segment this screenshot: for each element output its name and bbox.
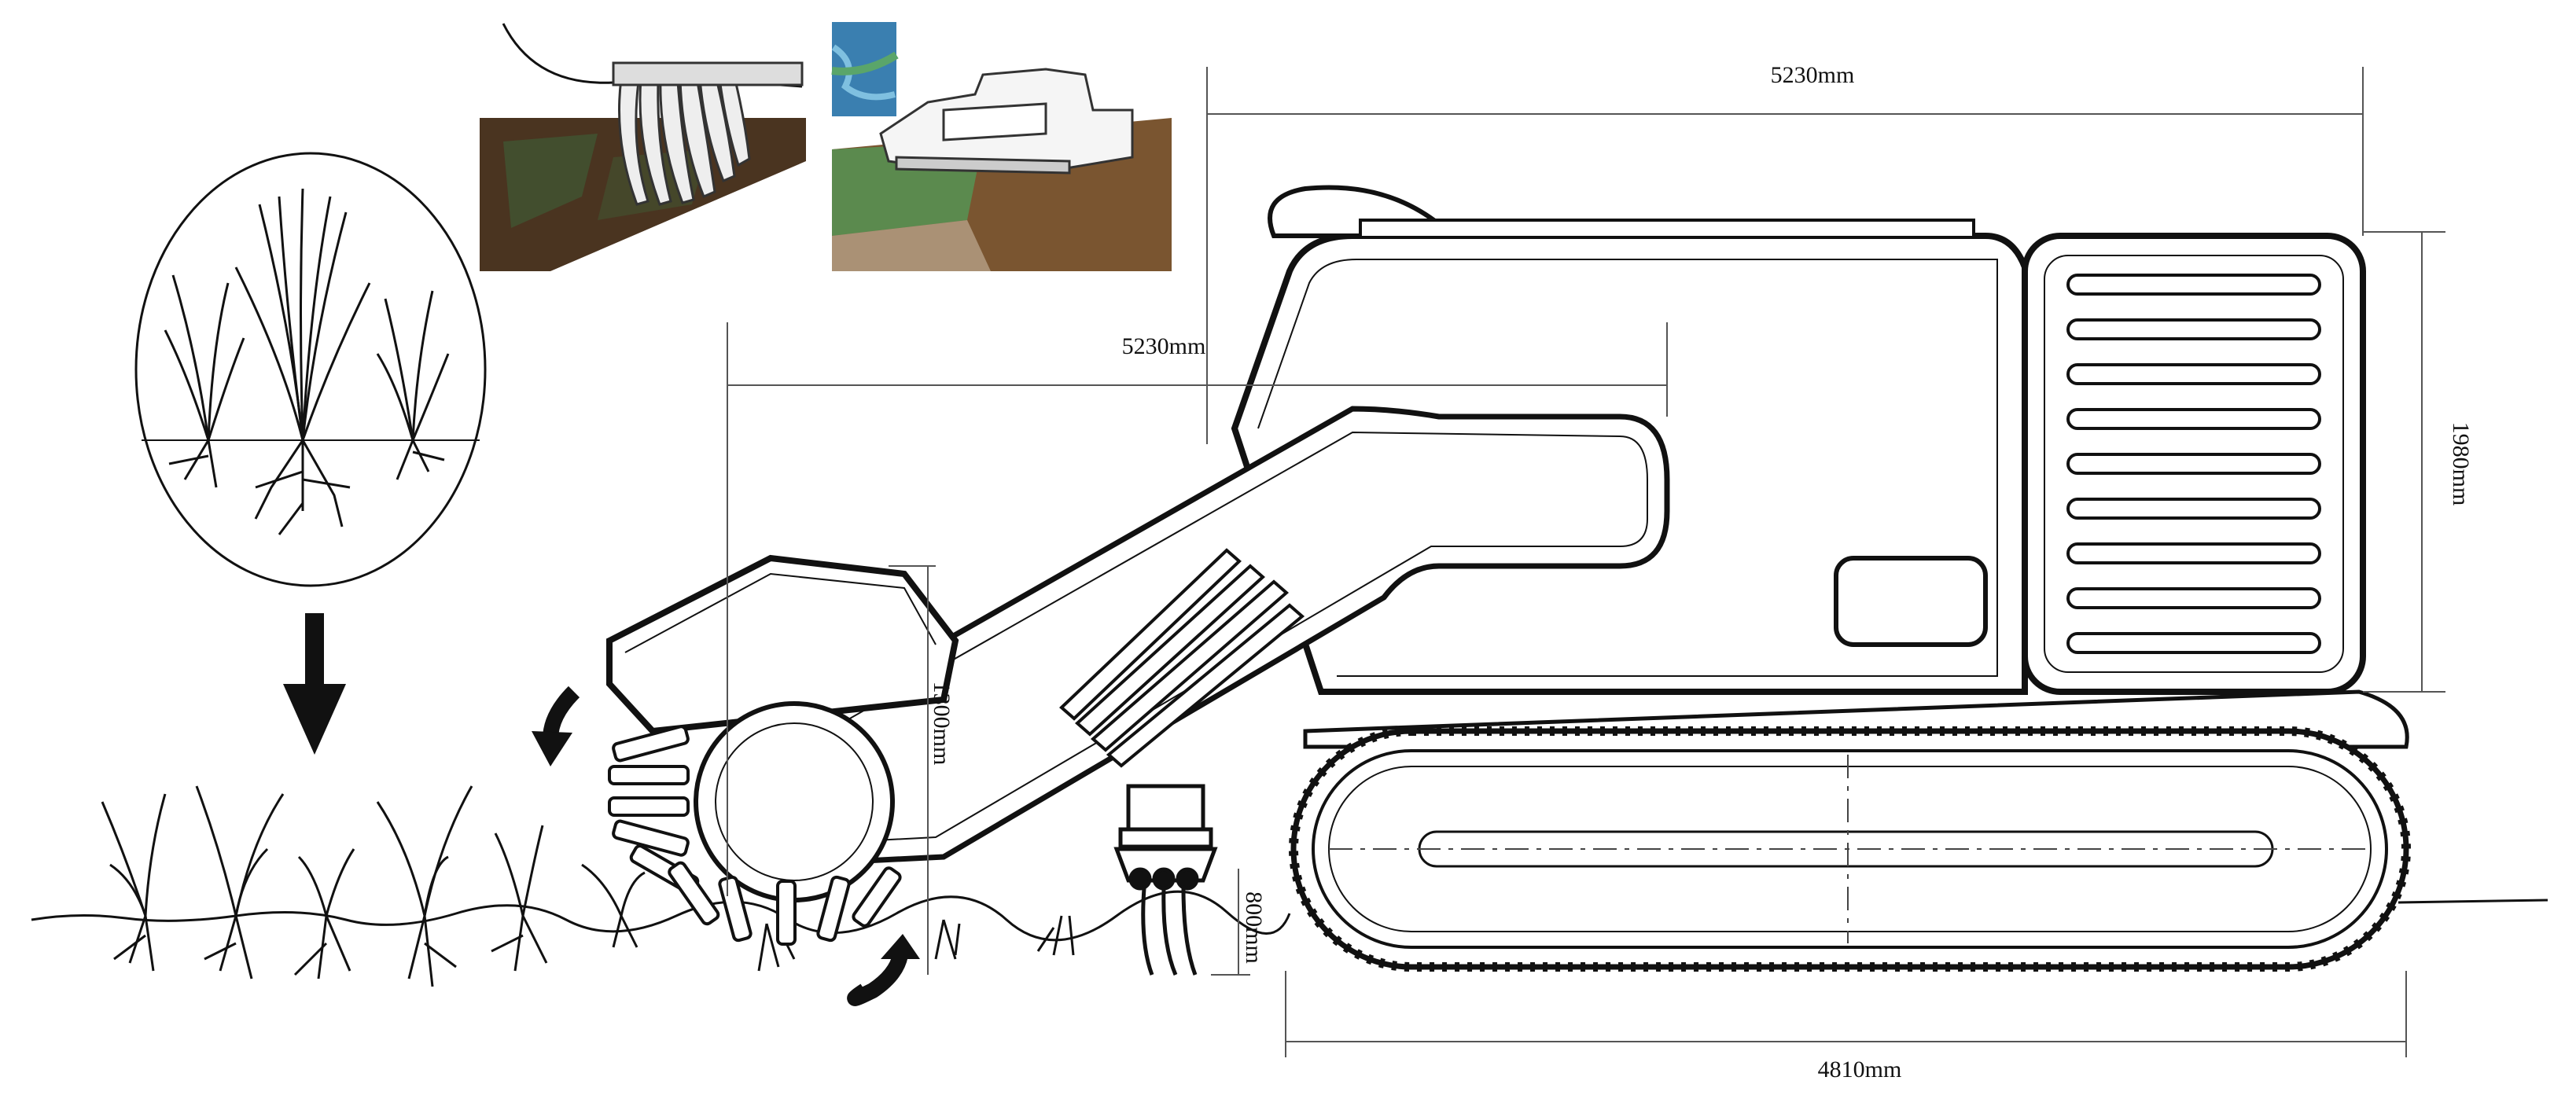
boom-ribs [1059, 548, 1305, 768]
ripper [1113, 784, 1218, 976]
inset-machine-field [831, 22, 1172, 271]
engine-vents [2066, 274, 2321, 654]
dim-ripper-depth: 800mm [1241, 891, 1267, 964]
ground-line [31, 890, 2548, 942]
down-arrow-icon [283, 613, 346, 755]
inset-rotor-closeup [480, 23, 806, 271]
dim-rotor-height: 1300mm [929, 682, 955, 766]
dim-overall-length-top: 5230mm [1771, 62, 1855, 88]
rotation-arrow-lower-icon [847, 934, 920, 1006]
small-plants-row [101, 785, 1075, 987]
dim-track-length: 4810mm [1818, 1057, 1902, 1082]
rotation-arrow-upper-icon [532, 685, 580, 766]
machine-side-view [606, 185, 2411, 976]
dim-body-height: 1980mm [2448, 422, 2474, 506]
dimension-lines [727, 67, 2445, 1057]
plant-roots-circle [134, 152, 487, 587]
dim-boom-length: 5230mm [1122, 333, 1206, 359]
